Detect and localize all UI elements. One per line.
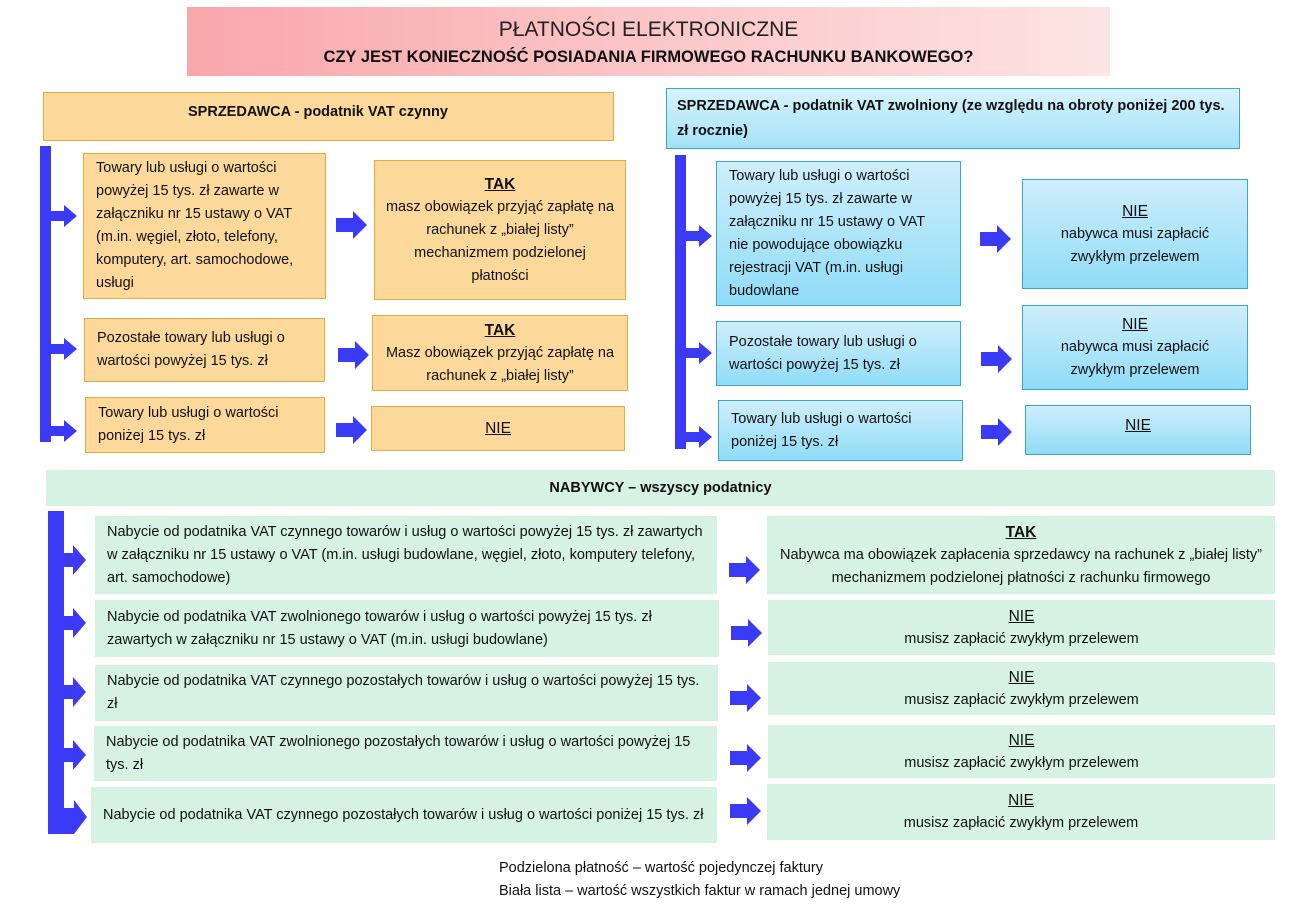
footer-note-white-list: Biała lista – wartość wszystkich faktur … bbox=[499, 883, 901, 899]
buyers-arrow-4 bbox=[730, 744, 761, 772]
vat-exempt-condition-1: Towary lub usługi o wartości powyżej 15 … bbox=[716, 161, 961, 306]
buyers-branch-arrow-5 bbox=[48, 800, 87, 834]
buyers-arrow-2 bbox=[731, 619, 762, 647]
buyers-branch-arrow-2 bbox=[63, 608, 86, 638]
vat-active-header-text: SPRZEDAWCA - podatnik VAT czynny bbox=[188, 104, 448, 120]
vat-exempt-condition-3: Towary lub usługi o wartości poniżej 15 … bbox=[718, 400, 963, 461]
vat-exempt-condition-2: Pozostałe towary lub usługi o wartości p… bbox=[716, 321, 961, 386]
vat-exempt-condition-1-text: Towary lub usługi o wartości powyżej 15 … bbox=[729, 167, 925, 299]
vat-active-condition-1: Towary lub usługi o wartości powyżej 15 … bbox=[83, 153, 326, 299]
buyers-condition-4-text: Nabycie od podatnika VAT zwolnionego poz… bbox=[106, 733, 691, 773]
vat-active-flow-line bbox=[40, 146, 51, 442]
vat-exempt-result-3: NIE bbox=[1025, 405, 1251, 455]
buyers-result-5: NIE musisz zapłacić zwykłym przelewem bbox=[767, 784, 1275, 840]
buyers-condition-3: Nabycie od podatnika VAT czynnego pozost… bbox=[95, 665, 718, 721]
buyers-result-5-detail: musisz zapłacić zwykłym przelewem bbox=[903, 815, 1139, 831]
vat-exempt-branch-arrow-2 bbox=[685, 342, 712, 364]
title-question: CZY JEST KONIECZNOŚĆ POSIADANIA FIRMOWEG… bbox=[323, 48, 974, 66]
vat-active-branch-arrow-1 bbox=[50, 205, 77, 227]
vat-exempt-result-3-answer: NIE bbox=[1125, 417, 1151, 434]
vat-active-result-2-detail: Masz obowiązek przyjąć zapłatę na rachun… bbox=[385, 344, 615, 384]
vat-exempt-result-1-answer: NIE bbox=[1122, 202, 1148, 220]
vat-active-result-1-detail: masz obowiązek przyjąć zapłatę na rachun… bbox=[385, 198, 615, 284]
vat-active-result-3: NIE bbox=[371, 406, 625, 451]
buyers-header: NABYWCY – wszyscy podatnicy bbox=[46, 470, 1275, 506]
vat-active-arrow-2 bbox=[338, 341, 369, 369]
title-main: PŁATNOŚCI ELEKTRONICZNE bbox=[498, 18, 799, 41]
vat-active-branch-arrow-2 bbox=[50, 338, 77, 360]
vat-active-arrow-1 bbox=[336, 211, 367, 239]
buyers-result-3-answer: NIE bbox=[1008, 668, 1035, 686]
buyers-arrow-1 bbox=[729, 556, 760, 584]
vat-active-condition-2: Pozostałe towary lub usługi o wartości p… bbox=[84, 318, 325, 382]
vat-active-arrow-3 bbox=[336, 416, 367, 444]
vat-active-condition-3: Towary lub usługi o wartości poniżej 15 … bbox=[85, 397, 325, 453]
vat-exempt-condition-2-text: Pozostałe towary lub usługi o wartości p… bbox=[729, 333, 917, 373]
buyers-result-4: NIE musisz zapłacić zwykłym przelewem bbox=[768, 725, 1275, 778]
buyers-arrow-5 bbox=[730, 797, 761, 825]
buyers-result-2-detail: musisz zapłacić zwykłym przelewem bbox=[904, 630, 1139, 647]
buyers-result-4-detail: musisz zapłacić zwykłym przelewem bbox=[904, 754, 1139, 771]
vat-exempt-flow-line bbox=[675, 155, 686, 449]
buyers-result-3-detail: musisz zapłacić zwykłym przelewem bbox=[904, 691, 1139, 708]
buyers-condition-2-text: Nabycie od podatnika VAT zwolnionego tow… bbox=[107, 608, 652, 648]
buyers-condition-5-text: Nabycie od podatnika VAT czynnego pozost… bbox=[103, 806, 704, 823]
buyers-condition-3-text: Nabycie od podatnika VAT czynnego pozost… bbox=[107, 673, 700, 712]
vat-exempt-branch-arrow-3 bbox=[685, 426, 712, 448]
vat-exempt-result-1: NIE nabywca musi zapłacić zwykłym przele… bbox=[1022, 179, 1248, 289]
buyers-condition-1-text: Nabycie od podatnika VAT czynnego towaró… bbox=[107, 523, 703, 586]
buyers-arrow-3 bbox=[730, 684, 761, 712]
buyers-condition-4: Nabycie od podatnika VAT zwolnionego poz… bbox=[94, 726, 717, 781]
footer-note-split-payment: Podzielona płatność – wartość pojedyncze… bbox=[499, 860, 824, 876]
vat-active-condition-2-text: Pozostałe towary lub usługi o wartości p… bbox=[97, 330, 285, 369]
buyers-result-1-detail: Nabywca ma obowiązek zapłacenia sprzedaw… bbox=[780, 546, 1262, 586]
buyers-result-5-answer: NIE bbox=[1008, 792, 1034, 809]
buyers-branch-arrow-1 bbox=[63, 545, 86, 575]
vat-active-result-1-answer: TAK bbox=[484, 175, 516, 193]
vat-exempt-arrow-1 bbox=[980, 225, 1011, 253]
vat-active-header: SPRZEDAWCA - podatnik VAT czynny bbox=[43, 92, 614, 141]
buyers-branch-arrow-3 bbox=[63, 677, 86, 707]
buyers-result-2: NIE musisz zapłacić zwykłym przelewem bbox=[768, 600, 1275, 655]
vat-active-branch-arrow-3 bbox=[50, 420, 77, 442]
vat-active-result-2-answer: TAK bbox=[484, 321, 516, 339]
vat-active-condition-1-text: Towary lub usługi o wartości powyżej 15 … bbox=[96, 160, 294, 291]
vat-exempt-condition-3-text: Towary lub usługi o wartości poniżej 15 … bbox=[731, 410, 912, 450]
footer-notes: Podzielona płatność – wartość pojedyncze… bbox=[499, 857, 900, 903]
buyers-branch-arrow-4 bbox=[63, 740, 86, 770]
vat-exempt-header: SPRZEDAWCA - podatnik VAT zwolniony (ze … bbox=[666, 88, 1240, 149]
buyers-result-2-answer: NIE bbox=[1008, 607, 1035, 625]
buyers-result-1: TAK Nabywca ma obowiązek zapłacenia sprz… bbox=[767, 516, 1275, 594]
buyers-condition-5: Nabycie od podatnika VAT czynnego pozost… bbox=[91, 787, 717, 843]
vat-exempt-header-text: SPRZEDAWCA - podatnik VAT zwolniony (ze … bbox=[677, 97, 1225, 139]
buyers-result-4-answer: NIE bbox=[1008, 731, 1035, 749]
vat-exempt-result-1-detail: nabywca musi zapłacić zwykłym przelewem bbox=[1060, 225, 1210, 265]
vat-active-condition-3-text: Towary lub usługi o wartości poniżej 15 … bbox=[98, 405, 279, 444]
vat-exempt-result-2: NIE nabywca musi zapłacić zwykłym przele… bbox=[1022, 305, 1248, 390]
vat-exempt-result-2-detail: nabywca musi zapłacić zwykłym przelewem bbox=[1060, 339, 1210, 378]
buyers-result-3: NIE musisz zapłacić zwykłym przelewem bbox=[768, 662, 1275, 715]
vat-exempt-arrow-3 bbox=[981, 418, 1012, 446]
buyers-header-text: NABYWCY – wszyscy podatnicy bbox=[549, 479, 772, 496]
vat-active-result-2: TAK Masz obowiązek przyjąć zapłatę na ra… bbox=[372, 315, 628, 391]
vat-exempt-arrow-2 bbox=[981, 345, 1012, 373]
buyers-result-1-answer: TAK bbox=[1005, 523, 1037, 541]
vat-exempt-branch-arrow-1 bbox=[685, 225, 712, 247]
buyers-flow-line bbox=[48, 511, 64, 815]
buyers-condition-2: Nabycie od podatnika VAT zwolnionego tow… bbox=[95, 600, 719, 657]
title-banner: PŁATNOŚCI ELEKTRONICZNE CZY JEST KONIECZ… bbox=[187, 7, 1110, 76]
vat-active-result-3-answer: NIE bbox=[485, 420, 511, 437]
buyers-condition-1: Nabycie od podatnika VAT czynnego towaró… bbox=[95, 516, 717, 594]
vat-active-result-1: TAK masz obowiązek przyjąć zapłatę na ra… bbox=[374, 160, 626, 300]
vat-exempt-result-2-answer: NIE bbox=[1122, 316, 1148, 333]
